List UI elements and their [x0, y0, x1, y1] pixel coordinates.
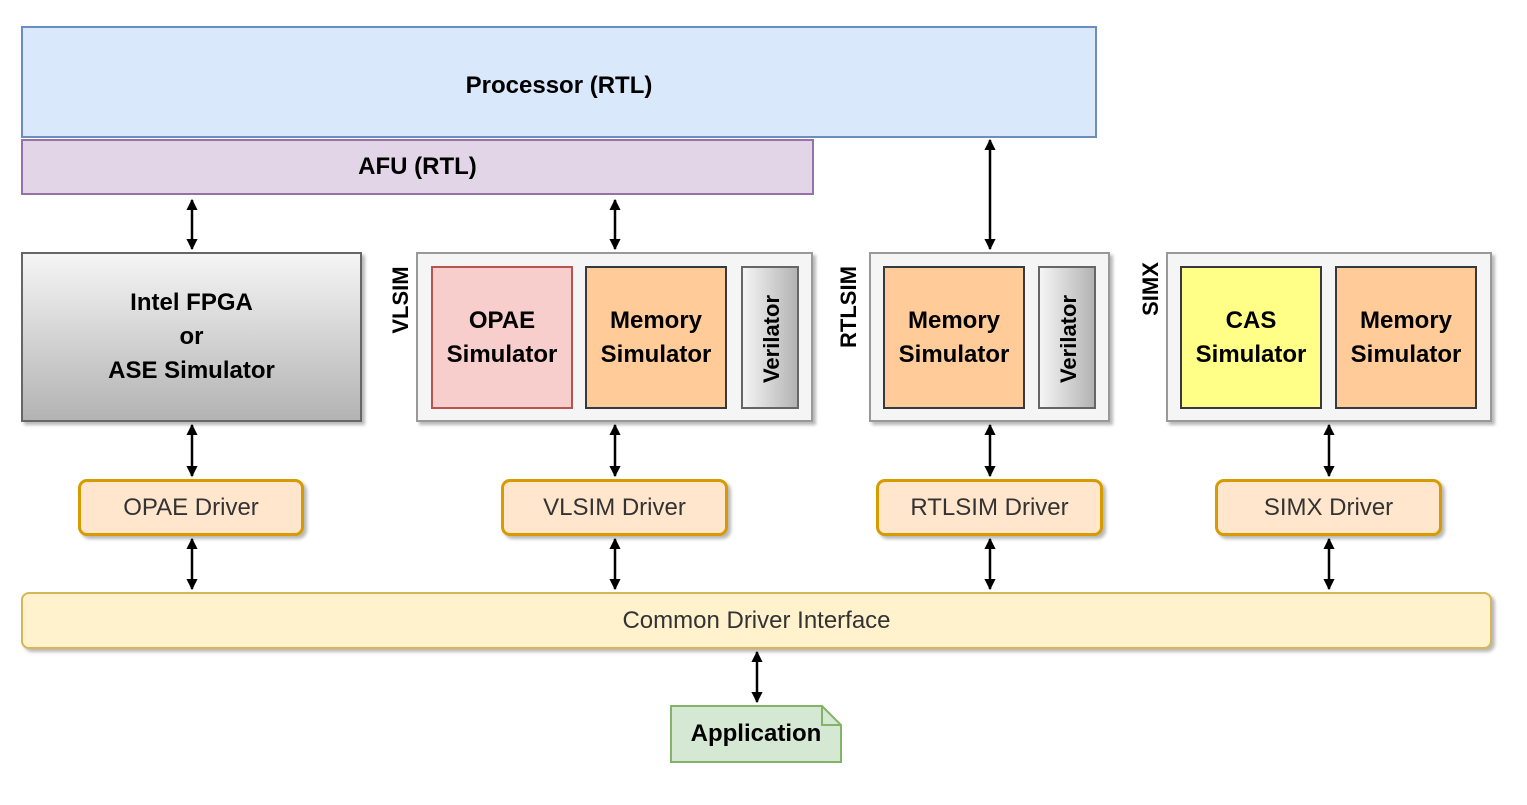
- processor-block: Processor (RTL): [21, 26, 1097, 138]
- vlsim-verilator: Verilator: [741, 266, 799, 409]
- simx-cas-simulator: CAS Simulator: [1180, 266, 1322, 409]
- rtlsim-driver-label: RTLSIM Driver: [910, 493, 1069, 521]
- vlsim-driver: VLSIM Driver: [501, 479, 728, 536]
- afu-label: AFU (RTL): [358, 153, 477, 180]
- opae-driver-label: OPAE Driver: [123, 493, 259, 521]
- simx-driver-label: SIMX Driver: [1263, 493, 1394, 521]
- vlsim-opae-simulator: OPAE Simulator: [431, 266, 573, 409]
- note-shape: [670, 705, 842, 763]
- vlsim-driver-label: VLSIM Driver: [543, 493, 686, 521]
- common-driver-interface-label: Common Driver Interface: [622, 606, 891, 634]
- fpga-ase-block: Intel FPGA or ASE Simulator: [21, 252, 362, 422]
- common-driver-interface: Common Driver Interface: [21, 592, 1492, 649]
- simx-memory-simulator: Memory Simulator: [1335, 266, 1477, 409]
- application-label: Application: [690, 720, 822, 747]
- simx-cas-simulator-label: CAS Simulator: [1195, 306, 1307, 368]
- rtlsim-verilator: Verilator: [1038, 266, 1096, 409]
- rtlsim-driver: RTLSIM Driver: [876, 479, 1103, 536]
- afu-block: AFU (RTL): [21, 139, 814, 195]
- vlsim-memory-simulator-label: Memory Simulator: [600, 306, 712, 368]
- processor-label: Processor (RTL): [465, 72, 653, 99]
- rtlsim-memory-simulator: Memory Simulator: [883, 266, 1025, 409]
- simx-memory-simulator-label: Memory Simulator: [1350, 306, 1462, 368]
- vlsim-memory-simulator: Memory Simulator: [585, 266, 727, 409]
- opae-driver: OPAE Driver: [78, 479, 304, 536]
- simx-driver: SIMX Driver: [1215, 479, 1442, 536]
- fpga-ase-label: Intel FPGA or ASE Simulator: [108, 289, 275, 384]
- vlsim-opae-simulator-label: OPAE Simulator: [446, 306, 558, 368]
- rtlsim-memory-simulator-label: Memory Simulator: [898, 306, 1010, 368]
- application-node: Application: [670, 705, 842, 763]
